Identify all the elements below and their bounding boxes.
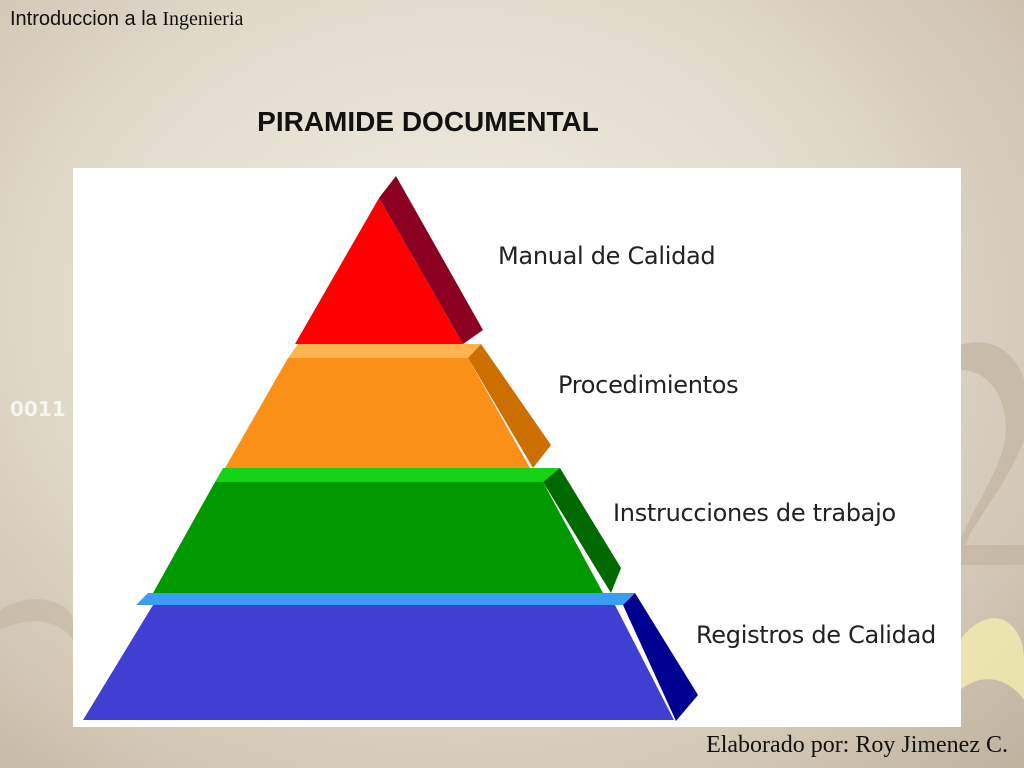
background-digit-2-shape — [960, 342, 1024, 565]
tier-2-front-face — [225, 358, 530, 468]
tier-4-top-face — [136, 593, 635, 605]
tier-1-label: Manual de Calidad — [498, 242, 716, 270]
background-binary-text: 0011 — [10, 397, 66, 421]
tier-4-label: Registros de Calidad — [696, 621, 936, 649]
slide-title: PIRAMIDE DOCUMENTAL — [257, 106, 599, 137]
background-digit-5-shape — [960, 618, 1024, 700]
tier-3-front-face — [153, 482, 603, 593]
tier-2-label: Procedimientos — [558, 371, 739, 399]
slide-header: Introduccion a la Ingenieria — [10, 8, 243, 31]
background-curve-shape — [0, 599, 73, 640]
tier-4-front-face — [83, 605, 674, 720]
pyramid-diagram: Manual de Calidad Procedimientos Instruc… — [73, 168, 961, 727]
tier-2-side-face — [468, 344, 551, 468]
tier-1-side-face — [379, 176, 483, 344]
tier-3-top-face — [215, 468, 560, 482]
author-footer: Elaborado por: Roy Jimenez C. — [706, 732, 1008, 758]
tier-4-side-face — [623, 593, 698, 721]
header-text-part2: Ingenieria — [162, 8, 244, 30]
pyramid-svg — [83, 176, 698, 721]
tier-3-side-face — [543, 468, 621, 593]
tier-2-top-face — [288, 344, 481, 358]
header-text-part1: Introduccion a la — [10, 8, 157, 30]
tier-1-front-face — [295, 198, 463, 344]
tier-3-label: Instrucciones de trabajo — [613, 499, 896, 527]
